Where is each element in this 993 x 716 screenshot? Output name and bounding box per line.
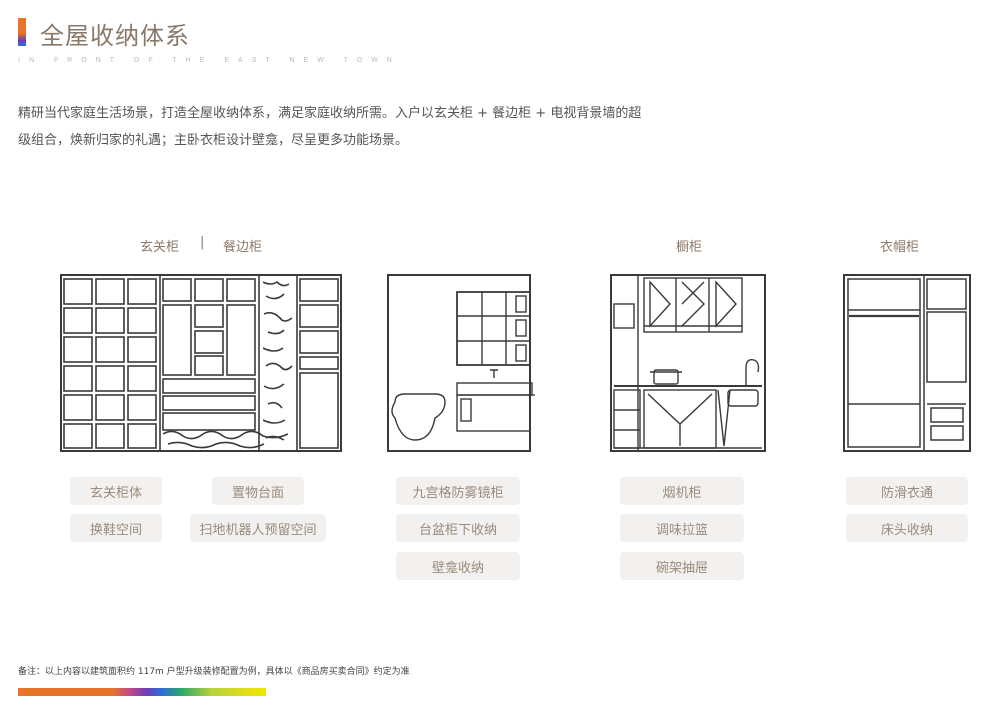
category-separator: | <box>200 235 205 250</box>
footer-gradient-bar <box>18 688 266 696</box>
kitchen-elevation-drawing <box>610 274 766 452</box>
category-sideboard: 餐边柜 <box>223 240 263 255</box>
tag-shoe-space: 换鞋空间 <box>70 514 162 542</box>
tag-niche-storage: 壁龛收纳 <box>396 552 520 580</box>
entry-sideboard-elevation-drawing <box>60 274 342 452</box>
category-entry-cabinet: 玄关柜 <box>140 240 180 255</box>
page-title: 全屋收纳体系 <box>40 22 190 50</box>
page-subtitle: IN FRONT OF THE EAST NEW TOWN <box>18 57 401 64</box>
tag-bedside-storage: 床头收纳 <box>846 514 968 542</box>
tag-anti-slip-rail: 防滑衣通 <box>846 477 968 505</box>
tag-mirror-cabinet: 九宫格防雾镜柜 <box>396 477 520 505</box>
tag-entry-cabinet: 玄关柜体 <box>70 477 162 505</box>
category-kitchen-cabinet: 橱柜 <box>676 240 703 255</box>
tag-robot-space: 扫地机器人预留空间 <box>190 514 326 542</box>
bathroom-elevation-drawing <box>387 274 535 452</box>
wardrobe-elevation-drawing <box>843 274 971 452</box>
tag-spice-basket: 调味拉篮 <box>620 514 744 542</box>
tag-basin-storage: 台盆柜下收纳 <box>396 514 520 542</box>
tag-display-counter: 置物台面 <box>212 477 304 505</box>
tag-hood-cabinet: 烟机柜 <box>620 477 744 505</box>
category-wardrobe: 衣帽柜 <box>880 240 920 255</box>
intro-line-1: 精研当代家庭生活场景，打造全屋收纳体系，满足家庭收纳所需。入户以玄关柜 + 餐边… <box>18 106 642 121</box>
title-accent-bar <box>18 18 26 46</box>
intro-line-2: 级组合，焕新归家的礼遇；主卧衣柜设计壁龛，尽呈更多功能场景。 <box>18 133 409 148</box>
tag-dish-drawer: 碗架抽屉 <box>620 552 744 580</box>
footer-note: 备注：以上内容以建筑面积约 117m 户型升级装修配置为例，具体以《商品房买卖合… <box>18 667 410 677</box>
